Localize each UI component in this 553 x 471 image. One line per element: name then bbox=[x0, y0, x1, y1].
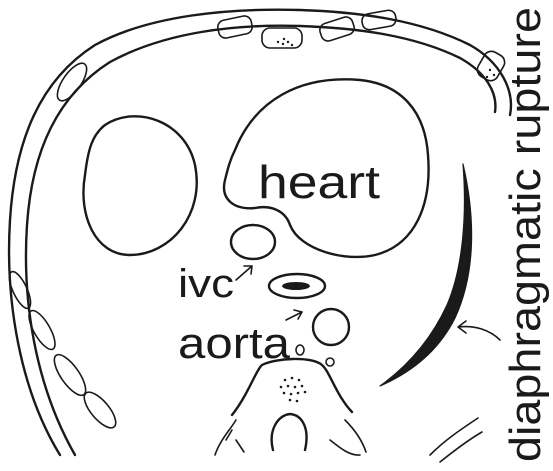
heart-label: heart bbox=[258, 156, 380, 208]
vertebra-right-process bbox=[330, 420, 366, 455]
azygos-vessel bbox=[326, 358, 334, 366]
ivc-vessel bbox=[231, 225, 275, 259]
sternum-dots bbox=[277, 38, 495, 78]
paraspinal-lines bbox=[430, 418, 482, 462]
aorta-arrow bbox=[286, 310, 302, 320]
aorta-small-ring bbox=[296, 345, 304, 355]
rupture-label: diaphragmatic rupture bbox=[501, 7, 550, 462]
aorta-vessel bbox=[313, 309, 349, 345]
spinal-canal bbox=[272, 414, 307, 450]
body-wall-inner bbox=[26, 26, 495, 455]
vertebra-left-process bbox=[215, 420, 244, 455]
lung-left-of-image bbox=[83, 116, 196, 255]
ivc-arrow bbox=[236, 266, 252, 280]
vertebra-marrow-dots bbox=[280, 377, 307, 403]
esophagus-lumen bbox=[282, 282, 310, 290]
anterior-ribs bbox=[217, 9, 508, 83]
ivc-label: ivc bbox=[178, 262, 234, 306]
rupture-arrow bbox=[458, 321, 500, 340]
